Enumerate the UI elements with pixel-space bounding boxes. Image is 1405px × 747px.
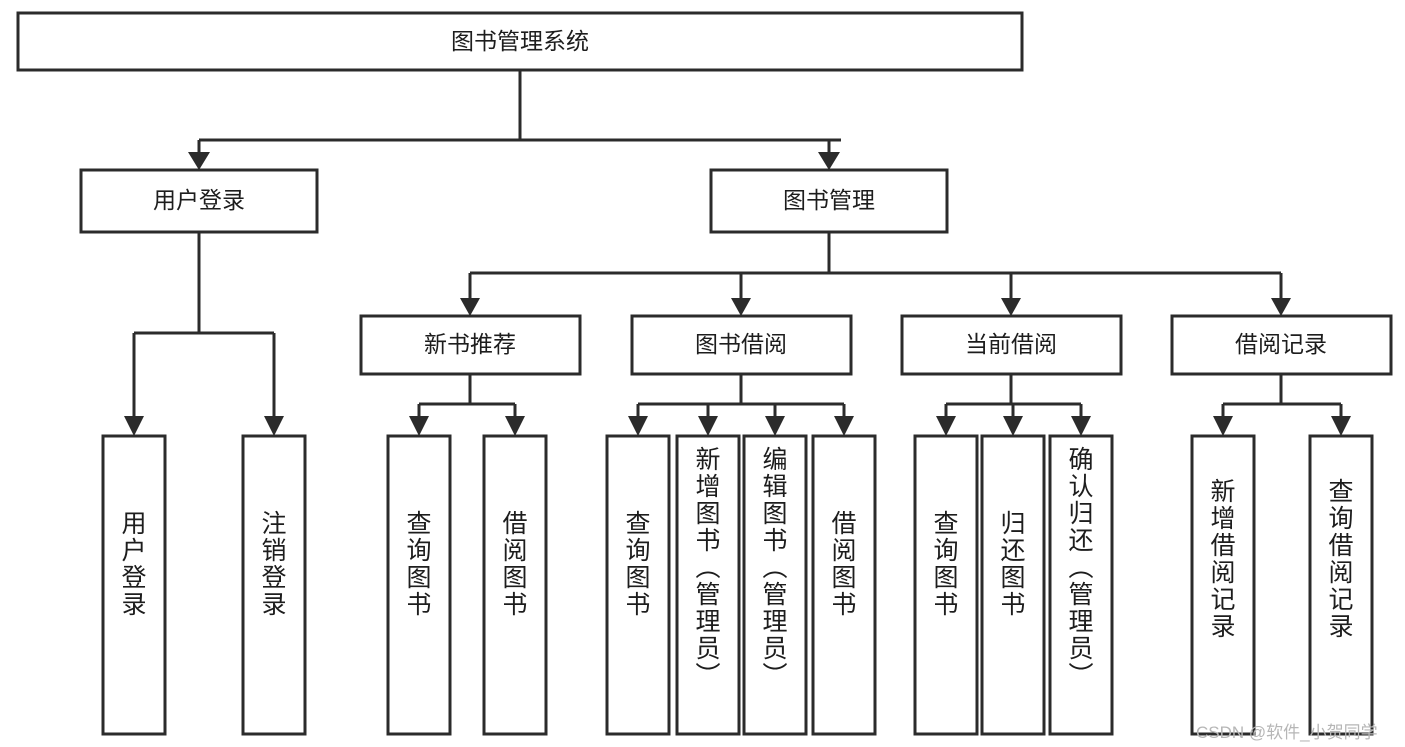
connector-group-book-manage [460, 232, 1291, 316]
leaf-box-add-borrow-record[interactable] [1190, 434, 1256, 736]
leaf-label-borrow-book-bb: 借阅图书 [828, 510, 856, 618]
node-borrow-record-box[interactable] [1170, 314, 1393, 376]
leaf-label-user-login: 用户登录 [118, 510, 146, 618]
leaf-label-query-borrow-record: 查询借阅记录 [1325, 478, 1353, 640]
node-root-label: 图书管理系统 [451, 28, 589, 54]
leaf-label-confirm-return-admin: 确认归还（管理员） [1065, 446, 1093, 689]
node-borrow-record[interactable]: 借阅记录 [1170, 314, 1393, 376]
arrow-head-book-manage [818, 152, 840, 170]
leaf-box-query-book-cb[interactable] [913, 434, 979, 736]
leaf-box-add-book-admin[interactable] [675, 434, 741, 736]
node-current-borrow-label: 当前借阅 [965, 331, 1057, 357]
node-root-book-management-system[interactable]: 图书管理系统 [16, 11, 1024, 72]
connector-group-root [188, 70, 841, 170]
arrow-head-book-borrow [731, 298, 751, 316]
leaf-label-logout: 注销登录 [258, 510, 286, 618]
leaf-box-query-book-nb[interactable] [386, 434, 452, 736]
leaf-label-query-book-bb: 查询图书 [622, 510, 650, 618]
leaf-box-user-login[interactable] [101, 434, 167, 736]
arrow-head-br-leaf-1 [1213, 416, 1233, 436]
connector-group-current-borrow [936, 374, 1091, 436]
connector-group-user-login [124, 232, 284, 436]
arrow-head-bb-leaf-2 [698, 416, 718, 436]
leaf-label-return-book: 归还图书 [997, 510, 1025, 618]
leaf-box-return-book[interactable] [980, 434, 1046, 736]
node-root-box[interactable] [16, 11, 1024, 72]
node-user-login-box[interactable] [79, 168, 319, 234]
node-current-borrow[interactable]: 当前借阅 [900, 314, 1123, 376]
leaf-box-logout[interactable] [241, 434, 307, 736]
connector-group-book-borrow [628, 374, 854, 436]
connector-group-borrow-record [1213, 374, 1351, 436]
arrow-head-leaf-user-login [124, 416, 144, 436]
connector-group-new-book [409, 374, 525, 436]
leaf-label-query-book-cb: 查询图书 [930, 510, 958, 618]
leaf-box-borrow-book-nb[interactable] [482, 434, 548, 736]
node-new-book-recommend-label: 新书推荐 [424, 331, 516, 357]
node-user-login[interactable]: 用户登录 [79, 168, 319, 234]
node-book-borrow-label: 图书借阅 [695, 331, 787, 357]
arrow-head-leaf-logout [264, 416, 284, 436]
node-book-management-box[interactable] [709, 168, 949, 234]
node-current-borrow-box[interactable] [900, 314, 1123, 376]
leaf-label-add-book-admin: 新增图书（管理员） [692, 446, 720, 689]
arrow-head-bb-leaf-3 [765, 416, 785, 436]
node-book-borrow[interactable]: 图书借阅 [630, 314, 853, 376]
leaf-box-edit-book-admin[interactable] [742, 434, 808, 736]
node-new-book-recommend[interactable]: 新书推荐 [359, 314, 582, 376]
node-user-login-label: 用户登录 [153, 187, 245, 213]
arrow-head-cb-leaf-2 [1003, 416, 1023, 436]
arrow-head-cb-leaf-1 [936, 416, 956, 436]
leaf-box-query-book-bb[interactable] [605, 434, 671, 736]
arrow-head-current-borrow [1001, 298, 1021, 316]
node-book-management[interactable]: 图书管理 [709, 168, 949, 234]
arrow-head-new-book [460, 298, 480, 316]
arrow-head-borrow-record [1271, 298, 1291, 316]
leaf-label-query-book-nb: 查询图书 [403, 510, 431, 618]
leaf-label-add-borrow-record: 新增借阅记录 [1207, 478, 1235, 640]
node-new-book-recommend-box[interactable] [359, 314, 582, 376]
leaf-box-query-borrow-record[interactable] [1308, 434, 1374, 736]
leaf-label-edit-book-admin: 编辑图书（管理员） [759, 446, 787, 689]
leaf-box-group [101, 434, 1374, 736]
node-book-borrow-box[interactable] [630, 314, 853, 376]
arrow-head-nb-leaf-1 [409, 416, 429, 436]
node-borrow-record-label: 借阅记录 [1235, 331, 1327, 357]
leaf-box-borrow-book-bb[interactable] [811, 434, 877, 736]
csdn-watermark: CSDN @软件_小贺同学 [1196, 723, 1378, 742]
node-book-management-label: 图书管理 [783, 187, 875, 213]
arrow-head-cb-leaf-3 [1071, 416, 1091, 436]
leaf-box-confirm-return-admin[interactable] [1048, 434, 1114, 736]
arrow-head-user-login [188, 152, 210, 170]
arrow-head-bb-leaf-4 [834, 416, 854, 436]
leaf-label-borrow-book-nb: 借阅图书 [499, 510, 527, 618]
arrow-head-br-leaf-2 [1331, 416, 1351, 436]
arrow-head-bb-leaf-1 [628, 416, 648, 436]
arrow-head-nb-leaf-2 [505, 416, 525, 436]
